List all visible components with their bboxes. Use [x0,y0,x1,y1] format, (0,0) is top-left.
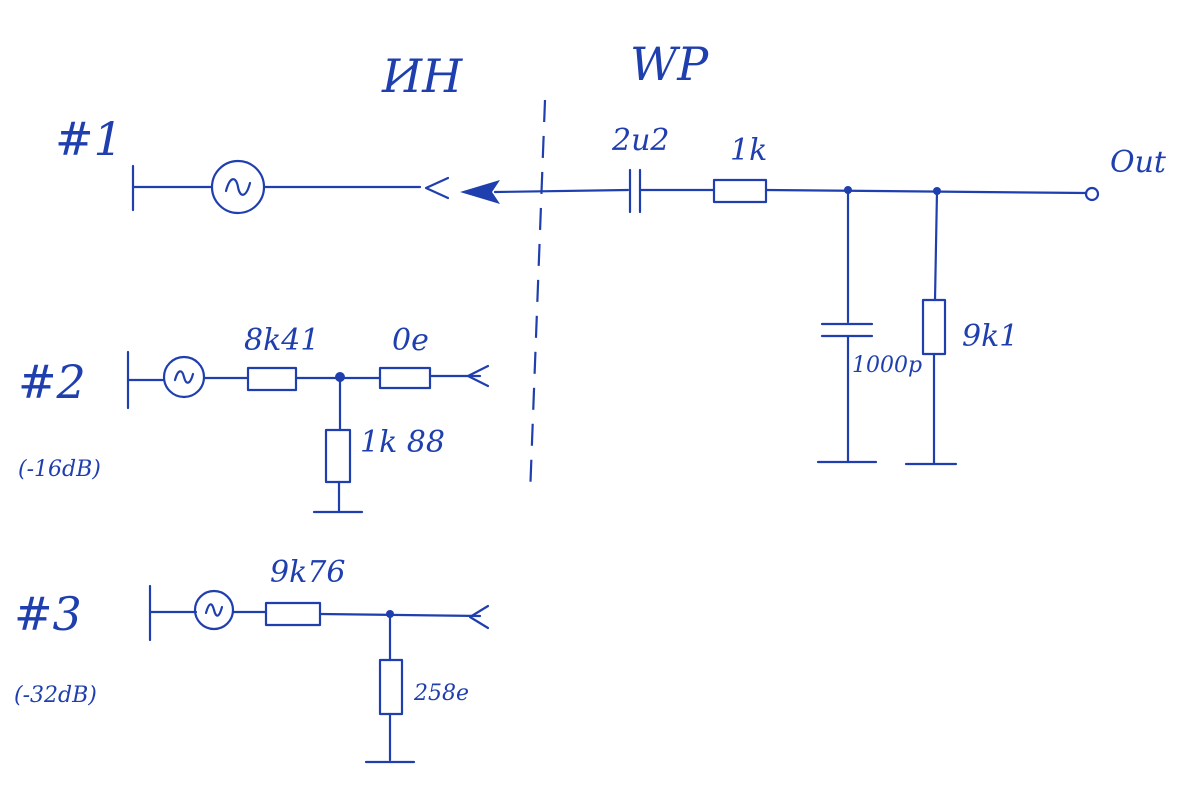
cap-label: 2u2 [611,123,670,158]
right-header: WP [630,37,709,91]
shunt-res-label: 258e [413,681,469,706]
shunt-res-label: 1k 88 [360,425,445,460]
capacitor-1000p [820,322,874,338]
shunt-cap-label: 1000p [852,353,922,378]
circuit-2-level: (-16dB) [18,457,101,482]
resistor-258e [378,658,404,716]
output-terminal-icon [1084,186,1100,202]
ac-source-icon [162,355,206,399]
separator-line [528,99,547,496]
output-res-label: 0e [392,323,429,358]
arrow-icon [460,180,500,204]
connector-icon [424,176,450,200]
series-res-label: 9k76 [270,555,345,590]
circuit-3: #3 (-32dB) 9k76 258e [14,555,490,764]
wire [764,188,1088,195]
ac-source-icon [210,159,266,215]
circuit-1-label: #1 [55,112,123,166]
resistor-9k76 [264,601,322,627]
resistor-0e [378,366,432,390]
wire [933,189,939,302]
wire [318,612,482,618]
resistor-1k [712,178,768,204]
circuit-3-level: (-32dB) [14,683,97,708]
series-res-label: 8k41 [244,323,319,358]
ac-source-icon [193,589,235,631]
connector-icon [468,604,490,630]
wire [493,188,630,194]
circuit-3-label: #3 [14,587,82,641]
shunt-res-label: 9k1 [962,319,1018,354]
out-label: Out [1110,145,1167,180]
left-header: ИН [381,49,463,103]
circuit-2: #2 (-16dB) 8k41 0e 1k 88 [18,323,490,514]
connector-icon [466,364,490,388]
resistor-1k88 [324,428,352,484]
capacitor-2u2 [628,168,642,214]
circuit-2-label: #2 [18,355,86,409]
res-label: 1k [730,133,767,168]
resistor-9k1 [921,298,947,356]
circuit-1: #1 2u2 1k Out 1000p [55,112,1167,466]
resistor-8k41 [246,366,298,392]
